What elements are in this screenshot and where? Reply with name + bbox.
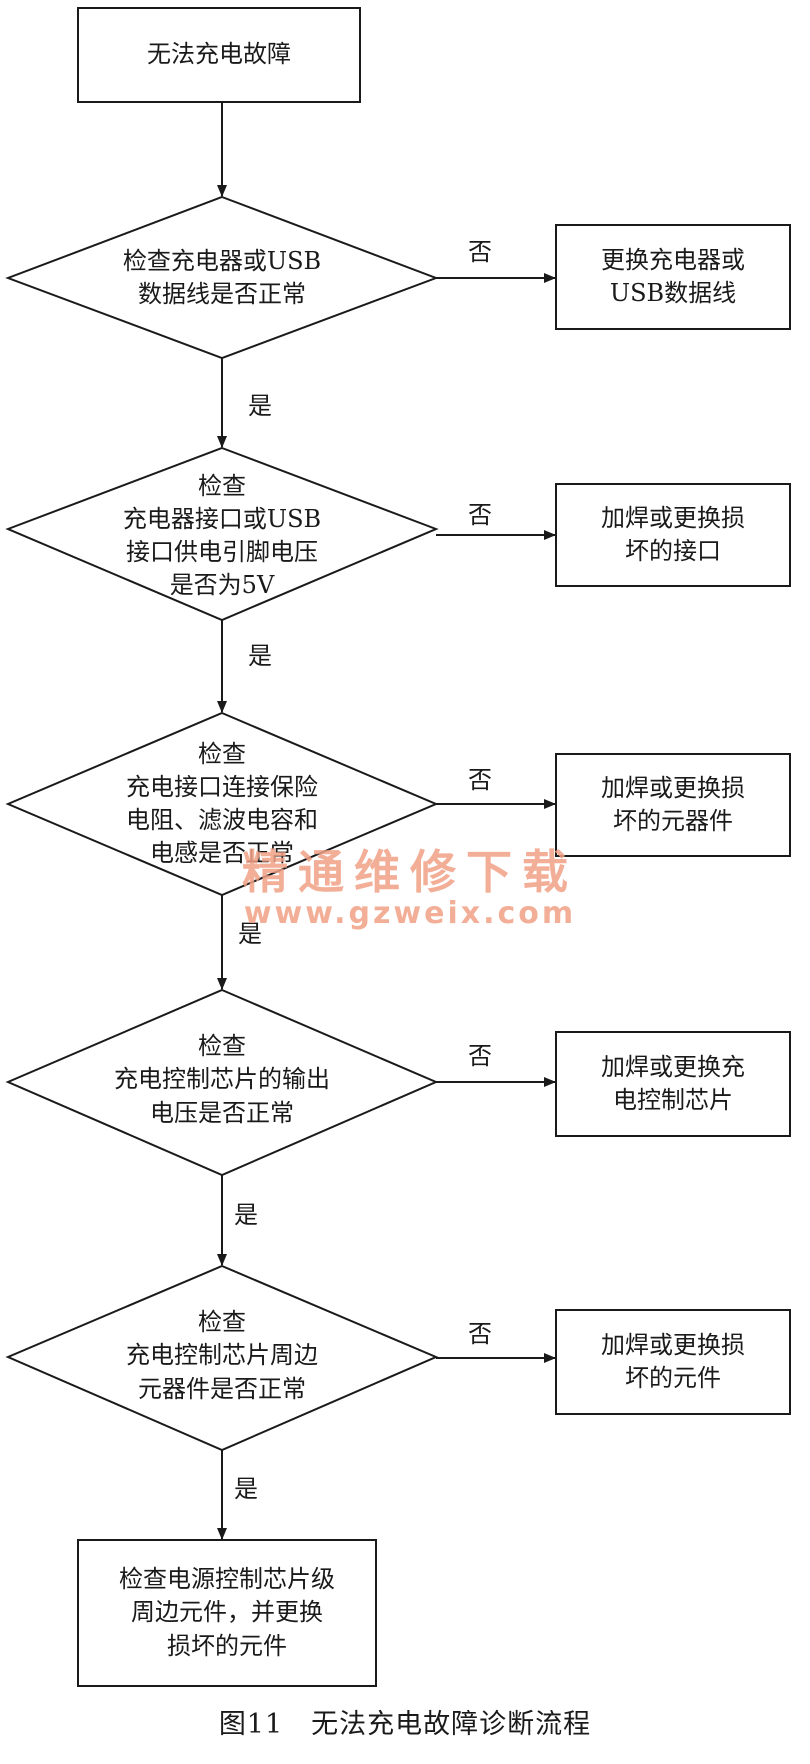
yes-label-5: 是	[234, 1475, 258, 1503]
no-label-5: 否	[468, 1320, 492, 1348]
start-label: 无法充电故障	[147, 40, 291, 69]
action1-label: 更换充电器或 USB数据线	[601, 245, 745, 307]
action2-box	[555, 483, 791, 587]
action3-box	[555, 753, 791, 857]
action1-box	[555, 224, 791, 330]
no-label-1: 否	[468, 238, 492, 266]
end-label: 检查电源控制芯片级 周边元件，并更换 损坏的元件	[119, 1565, 335, 1660]
action3-label: 加焊或更换损 坏的元器件	[601, 773, 745, 835]
no-label-2: 否	[468, 501, 492, 529]
check4-label: 检查 充电控制芯片的输出 电压是否正常	[114, 1032, 330, 1127]
yes-label-2: 是	[248, 642, 272, 670]
watermark-title: 精通维修下载	[242, 845, 578, 899]
figure-number: 图11	[218, 1709, 284, 1740]
figure-caption: 图11 无法充电故障诊断流程	[0, 1702, 810, 1741]
no-label-4: 否	[468, 1042, 492, 1070]
end-box	[77, 1539, 377, 1687]
action5-box	[555, 1309, 791, 1415]
yes-label-1: 是	[248, 392, 272, 420]
action4-label: 加焊或更换充 电控制芯片	[601, 1052, 745, 1114]
check3-label: 检查 充电接口连接保险 电阻、滤波电容和 电感是否正常	[126, 739, 318, 868]
watermark-url: www.gzweix.com	[243, 896, 577, 931]
figure-title: 无法充电故障诊断流程	[311, 1709, 592, 1740]
action5-label: 加焊或更换损 坏的元件	[601, 1330, 745, 1392]
check1-label: 检查充电器或USB 数据线是否正常	[122, 246, 322, 308]
no-label-3: 否	[468, 766, 492, 794]
action2-label: 加焊或更换损 坏的接口	[601, 503, 745, 565]
start-box	[77, 7, 361, 103]
check2-label: 检查 充电器接口或USB 接口供电引脚电压 是否为5V	[122, 471, 322, 600]
check5-label: 检查 充电控制芯片周边 元器件是否正常	[126, 1308, 318, 1403]
yes-label-4: 是	[234, 1201, 258, 1229]
yes-label-3: 是	[238, 920, 262, 948]
action4-box	[555, 1031, 791, 1137]
